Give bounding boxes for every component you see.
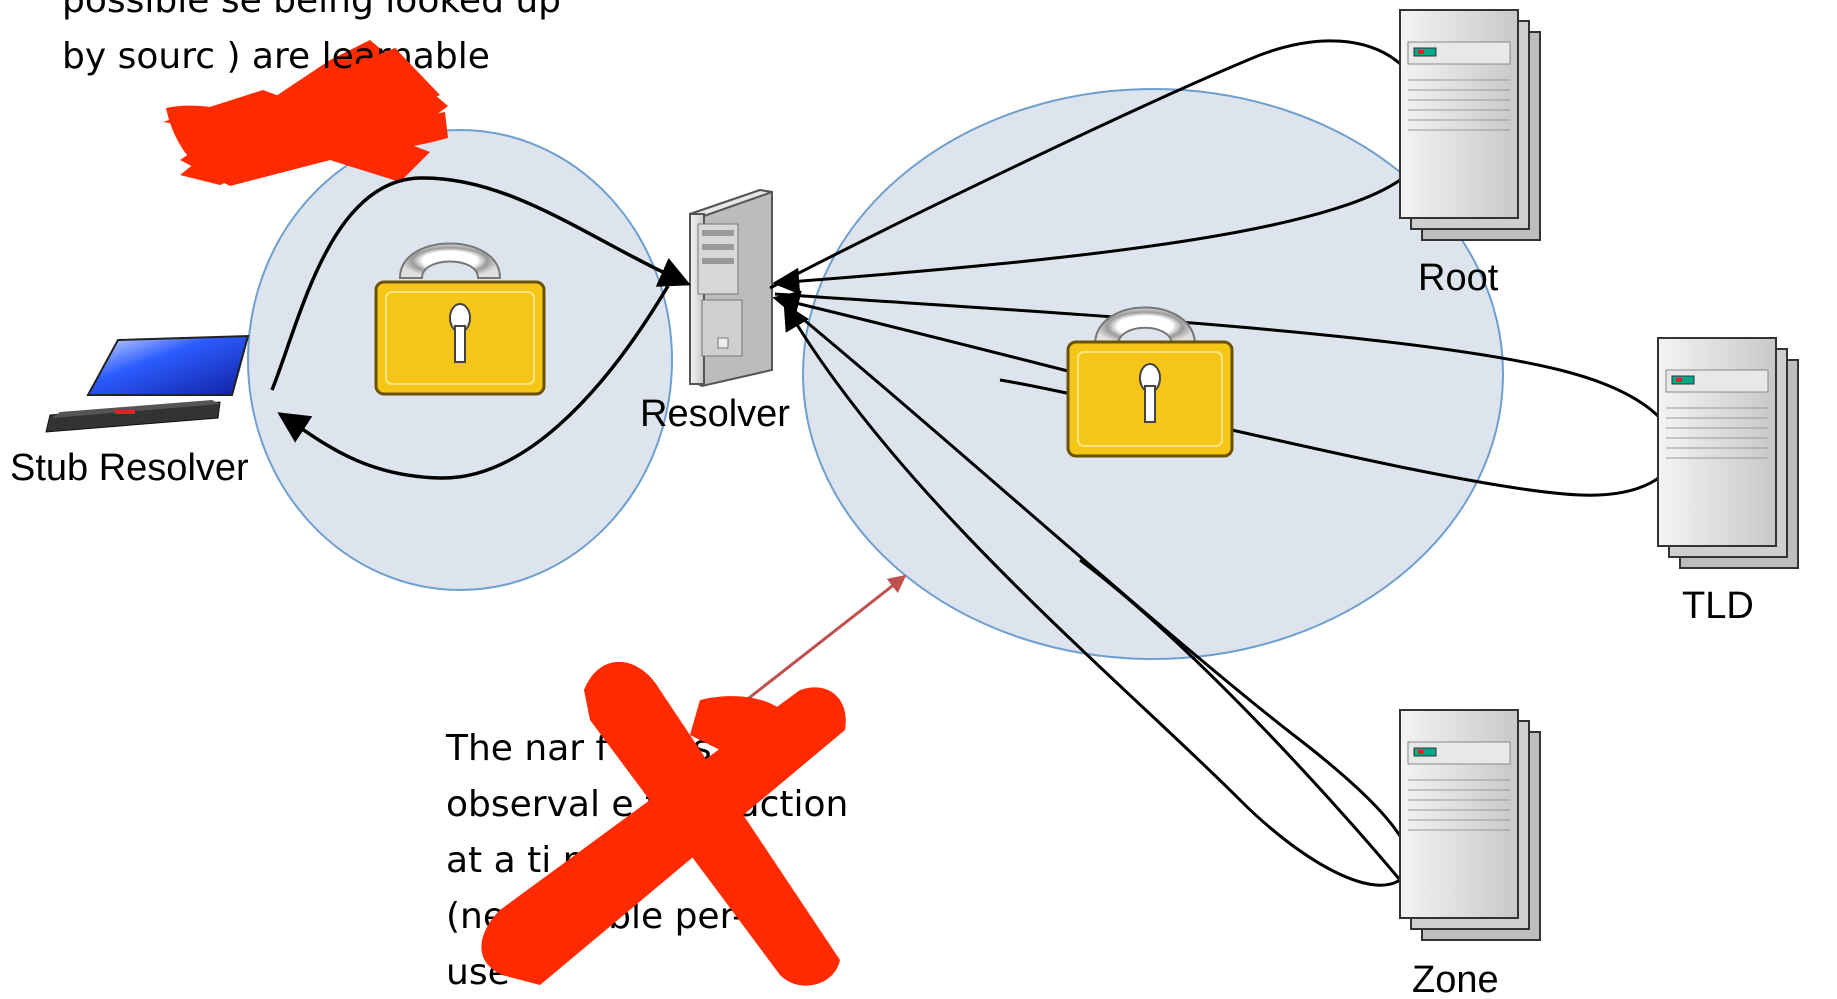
query-arrow-stub-to-resolver (270, 176, 691, 391)
root-label: Root (1418, 257, 1499, 299)
arrow-root-back (772, 159, 1422, 295)
lock-icon-resolver (1066, 306, 1234, 458)
note-pointer-arrow (739, 574, 907, 707)
resolver-server-icon (689, 188, 773, 388)
zone-label: Zone (1412, 959, 1499, 999)
laptop-icon (45, 334, 250, 433)
cross-icon-bottom (481, 661, 846, 986)
root-server-icon (1399, 9, 1541, 241)
top-note-line1: possible se being looked up (62, 0, 561, 21)
resolver-label: Resolver (640, 393, 790, 435)
cross-icon-top-overlay2 (180, 48, 440, 185)
tld-label: TLD (1682, 585, 1754, 627)
top-note-line2: by sourc ) are learnable (62, 36, 490, 77)
stub-resolver-label: Stub Resolver (10, 447, 249, 489)
tld-server-icon (1657, 337, 1799, 569)
lock-icon-stub (374, 242, 546, 396)
arrow-zone-back (1079, 558, 1402, 881)
zone-server-icon (1399, 709, 1541, 941)
response-arrow-resolver-to-stub (277, 285, 670, 480)
